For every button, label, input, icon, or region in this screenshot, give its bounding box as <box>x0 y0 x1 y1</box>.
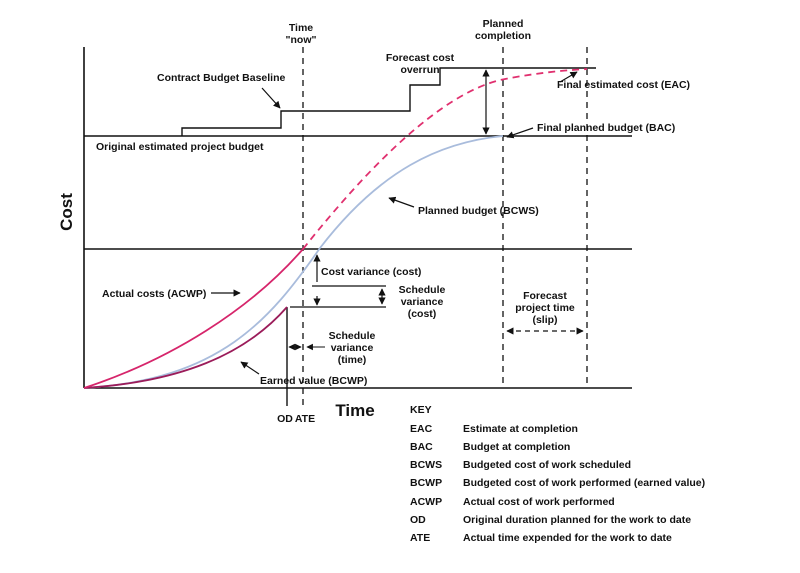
time-now-label-2: "now" <box>286 34 317 46</box>
forecast-time-label-3: (slip) <box>532 314 557 326</box>
sv-cost-label-3: (cost) <box>408 308 437 320</box>
forecast-time-label-2: project time <box>515 302 575 314</box>
time-now-label-1: Time <box>289 22 313 34</box>
key-abbr: OD <box>410 514 426 526</box>
key-description: Budgeted cost of work scheduled <box>463 459 631 471</box>
key-description: Actual cost of work performed <box>463 496 615 508</box>
forecast-overrun-label-2: overrun <box>400 64 439 76</box>
ate-label: ATE <box>295 413 315 425</box>
eac-leader <box>559 71 578 83</box>
contract-baseline-label: Contract Budget Baseline <box>157 72 286 84</box>
key-abbr: BCWP <box>410 477 442 489</box>
od-label: OD <box>277 413 293 425</box>
eac-label: Final estimated cost (EAC) <box>557 79 690 91</box>
key-abbr: ACWP <box>410 496 442 508</box>
bcws-label: Planned budget (BCWS) <box>418 205 539 217</box>
key-row: BCWP Budgeted cost of work performed (ea… <box>410 477 705 489</box>
sv-time-label-3: (time) <box>338 354 367 366</box>
bcws-curve <box>83 135 504 389</box>
key-description: Estimate at completion <box>463 423 578 435</box>
key-description: Actual time expended for the work to dat… <box>463 532 672 544</box>
sv-cost-label-2: variance <box>401 296 444 308</box>
key-row: ACWP Actual cost of work performed <box>410 496 615 508</box>
key-abbr: ATE <box>410 532 430 544</box>
bcwp-label: Earned value (BCWP) <box>260 375 367 387</box>
bcwp-curve <box>83 306 288 389</box>
bac-label: Final planned budget (BAC) <box>537 122 675 134</box>
key-row: BCWS Budgeted cost of work scheduled <box>410 459 631 471</box>
key-title: KEY <box>410 404 432 416</box>
original-budget-label: Original estimated project budget <box>96 141 264 153</box>
baseline-leader <box>261 87 281 109</box>
key-abbr: BAC <box>410 441 433 453</box>
key-description: Budgeted cost of work performed (earned … <box>463 477 705 489</box>
acwp-label: Actual costs (ACWP) <box>102 288 206 300</box>
eac-forecast-curve <box>302 68 588 250</box>
y-axis-title: Cost <box>57 193 76 231</box>
bac-leader <box>506 127 534 139</box>
key-row: OD Original duration planned for the wor… <box>410 514 691 526</box>
key-description: Budget at completion <box>463 441 570 453</box>
acwp-curve <box>83 248 304 389</box>
sv-time-label-2: variance <box>331 342 374 354</box>
sv-time-label-1: Schedule <box>329 330 376 342</box>
x-axis-title: Time <box>335 401 374 420</box>
key-abbr: EAC <box>410 423 433 435</box>
contract-budget-baseline <box>181 67 596 136</box>
key-legend: KEY EAC Estimate at completion BAC Budge… <box>410 404 705 544</box>
forecast-overrun-label-1: Forecast cost <box>386 52 455 64</box>
key-row: ATE Actual time expended for the work to… <box>410 532 672 544</box>
bcwp-leader <box>240 361 260 375</box>
bcws-leader <box>388 196 415 208</box>
key-description: Original duration planned for the work t… <box>463 514 691 526</box>
planned-completion-label-2: completion <box>475 30 531 42</box>
cost-variance-label: Cost variance (cost) <box>321 266 421 278</box>
key-row: BAC Budget at completion <box>410 441 570 453</box>
sv-cost-label-1: Schedule <box>399 284 446 296</box>
key-abbr: BCWS <box>410 459 442 471</box>
key-row: EAC Estimate at completion <box>410 423 578 435</box>
planned-completion-label-1: Planned <box>483 18 524 30</box>
forecast-time-label-1: Forecast <box>523 290 567 302</box>
